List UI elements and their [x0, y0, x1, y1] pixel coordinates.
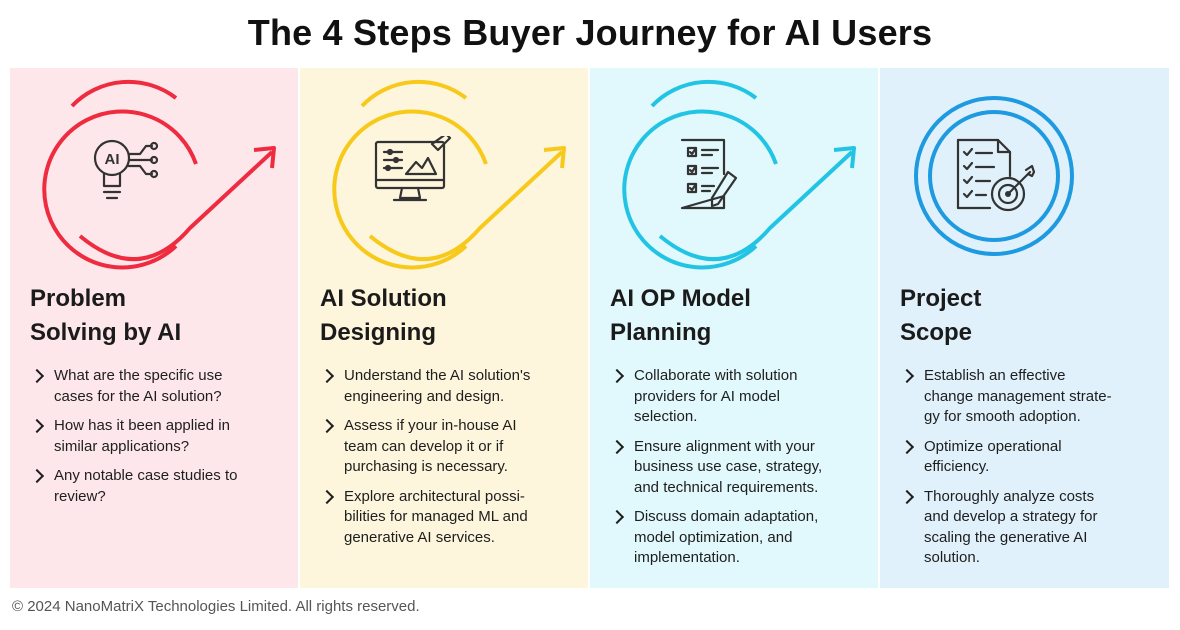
ai-brain-bulb-icon: AI — [93, 139, 159, 200]
chevron-right-icon — [899, 439, 915, 454]
checklist-pencil-icon — [680, 138, 738, 210]
chevron-right-icon — [899, 368, 915, 384]
ring-arrow-graphic — [42, 79, 276, 270]
chevron-right-icon — [319, 489, 335, 504]
chevron-right-icon — [29, 418, 45, 434]
chevron-right-icon — [319, 368, 335, 384]
step-column-problem-solving: AI Problem Solving by AI What are the sp… — [10, 68, 298, 588]
ring-target-graphic — [914, 96, 1074, 256]
chevron-right-icon — [29, 368, 45, 384]
page-title: The 4 Steps Buyer Journey for AI Users — [247, 12, 933, 53]
ring-arrow-graphic — [332, 79, 566, 270]
list-item: Explore architectural possi-bilities for… — [319, 487, 580, 549]
step-graphic — [300, 68, 588, 278]
step-column-model-planning: AI OP Model Planning Collaborate with so… — [590, 68, 878, 588]
chevron-right-icon — [899, 489, 915, 504]
svg-text:AI: AI — [105, 151, 120, 168]
step-graphic — [590, 68, 878, 278]
ring-arrow-graphic — [622, 79, 856, 270]
monitor-design-icon — [374, 136, 452, 202]
document-target-icon — [956, 138, 1036, 212]
step-column-solution-designing: AI Solution Designing Understand the AI … — [300, 68, 588, 588]
chevron-right-icon — [609, 439, 625, 454]
step-title: Problem Solving by AI — [30, 285, 182, 346]
chevron-right-icon — [29, 468, 45, 484]
step-graphic: AI — [10, 68, 298, 278]
copyright-footer: © 2024 NanoMatriX Technologies Limited. … — [12, 598, 420, 615]
step-graphic — [880, 68, 1168, 278]
step-title: Project Scope — [900, 285, 982, 346]
step-title: AI OP Model Planning — [610, 285, 751, 346]
chevron-right-icon — [609, 509, 625, 525]
step-title: AI Solution Designing — [320, 285, 447, 346]
chevron-right-icon — [609, 368, 625, 384]
chevron-right-icon — [319, 418, 335, 434]
list-item: Discuss domain adaptation,model optimiza… — [609, 507, 870, 569]
